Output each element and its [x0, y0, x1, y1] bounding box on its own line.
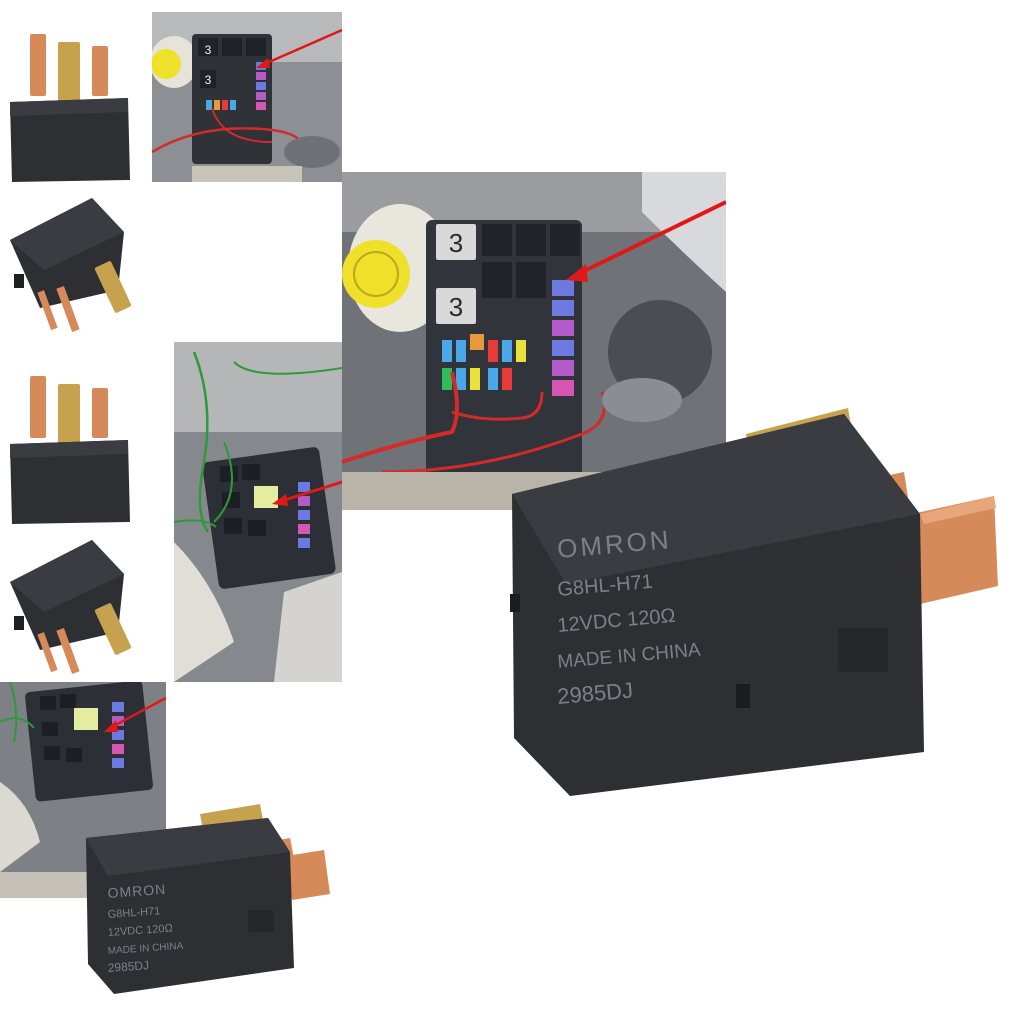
relay-icon [10, 34, 130, 182]
fuse-box-icon: 3 3 [152, 12, 342, 182]
fuse-box-mark: 3 [449, 228, 463, 258]
fuse-box-mark: 3 [449, 292, 463, 322]
red-arrow-icon [109, 696, 166, 730]
relay-icon [10, 540, 132, 674]
relay-rating-text: 12VDC 120Ω [107, 922, 173, 939]
relay-thumb-side-2 [0, 532, 150, 682]
red-arrow-icon [259, 28, 342, 68]
relay-icon [10, 376, 130, 524]
relay-thumb-top-2 [0, 362, 150, 532]
fuse-box-icon [174, 342, 342, 682]
relay-photo-small: OMRON G8HL-H71 12VDC 120Ω MADE IN CHINA … [80, 796, 340, 1006]
relay-icon: OMRON G8HL-H71 12VDC 120Ω MADE IN CHINA … [510, 408, 998, 796]
red-arrow-icon [277, 480, 342, 504]
red-arrow-icon [573, 200, 726, 278]
engine-bay-photo-small: 3 3 [152, 12, 342, 182]
relay-icon: OMRON G8HL-H71 12VDC 120Ω MADE IN CHINA … [86, 804, 330, 994]
engine-bay-photo-angled [174, 342, 342, 682]
fuse-box-mark: 3 [205, 43, 212, 57]
relay-code-text: 2985DJ [107, 958, 149, 975]
relay-origin-text: MADE IN CHINA [107, 941, 183, 957]
fuse-box-mark: 3 [205, 73, 212, 87]
relay-thumb-side-1 [0, 190, 150, 350]
relay-icon [10, 198, 132, 332]
relay-photo-large: OMRON G8HL-H71 12VDC 120Ω MADE IN CHINA … [500, 398, 1010, 810]
relay-thumb-top-1 [0, 20, 150, 190]
relay-brand-text: OMRON [107, 881, 167, 901]
relay-model-text: G8HL-H71 [107, 905, 160, 921]
